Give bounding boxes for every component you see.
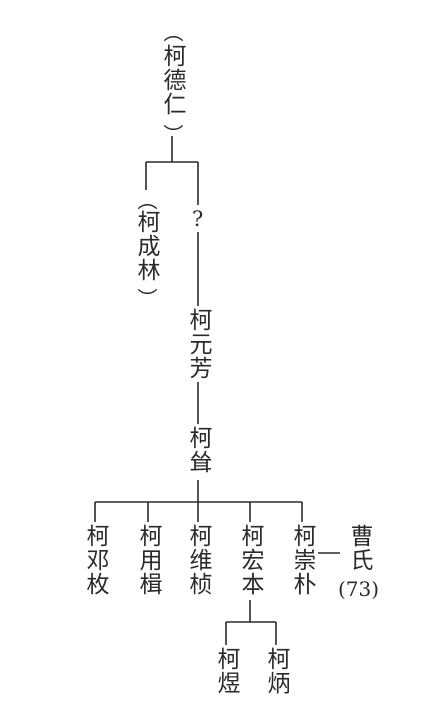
node-cao-shi-note: (73) <box>338 577 380 601</box>
node-ke-chongpu: 柯崇朴 <box>289 524 315 596</box>
node-ke-yuanfang: 柯元芳 <box>185 308 211 380</box>
paren-close-deren: ︶ <box>160 124 184 145</box>
node-cao-shi: 曹氏 <box>346 524 372 572</box>
node-ke-dengmei: 柯邓枚 <box>82 524 108 596</box>
node-unknown: ? <box>192 207 204 231</box>
paren-open-deren: ︵ <box>160 22 184 43</box>
node-ke-weizhen: 柯维桢 <box>185 524 211 596</box>
node-ke-chenglin: 柯成林 <box>133 210 159 282</box>
node-ke-hongben: 柯宏本 <box>237 524 263 596</box>
paren-open-chenglin: ︵ <box>134 190 158 211</box>
node-ke-yu: 柯煜 <box>213 647 239 695</box>
node-ke-bing: 柯炳 <box>263 647 289 695</box>
paren-close-chenglin: ︶ <box>134 288 158 309</box>
node-ke-deren: 柯德仁 <box>159 44 185 116</box>
node-ke-weng: 柯耸 <box>185 426 211 474</box>
node-ke-yongji: 柯用楫 <box>135 524 161 596</box>
